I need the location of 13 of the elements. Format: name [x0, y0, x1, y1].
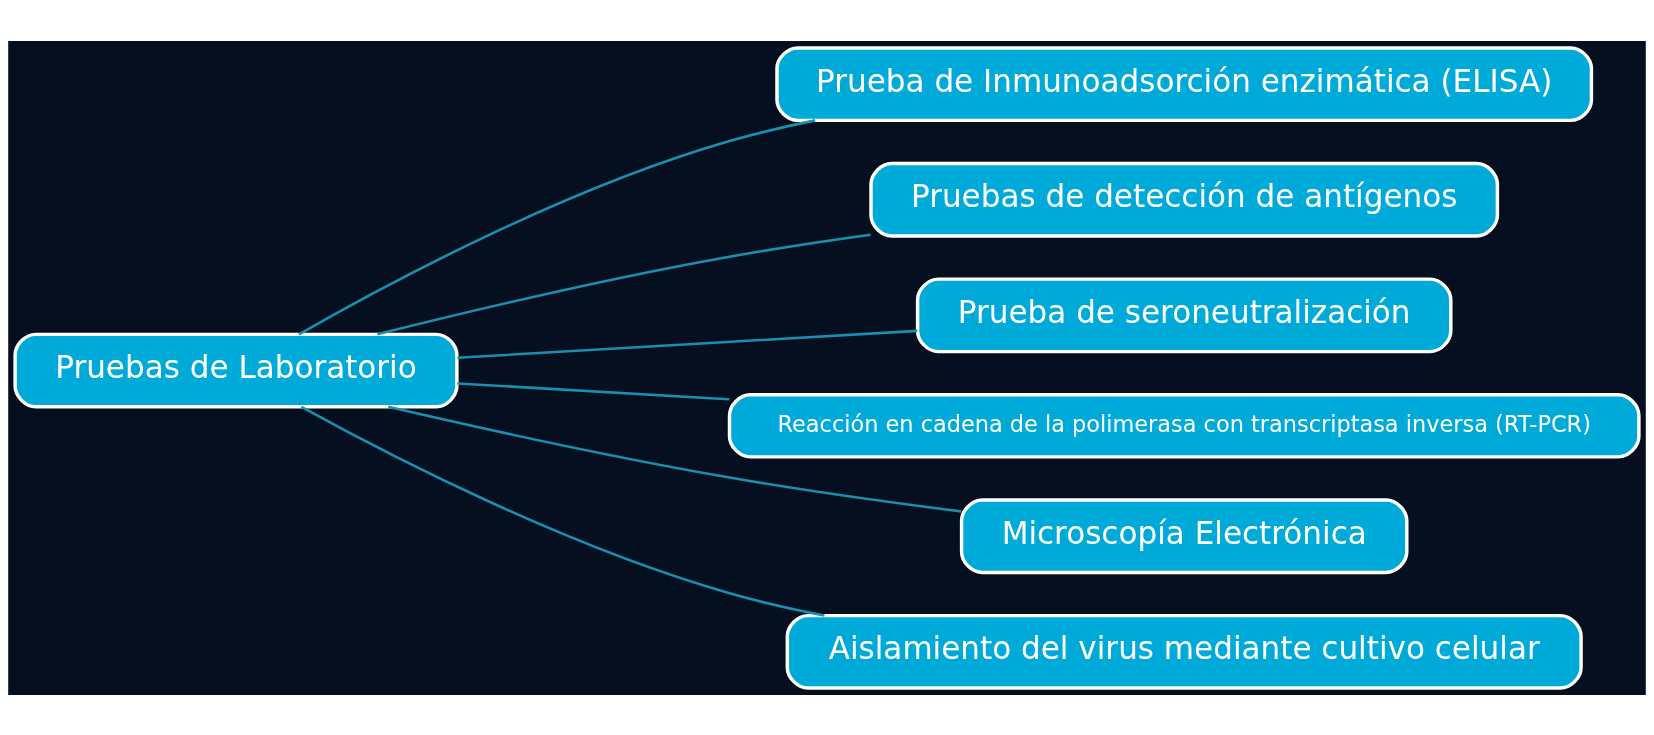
connector — [388, 405, 962, 513]
connector — [298, 118, 816, 335]
node-box: Microscopía Electrónica — [959, 497, 1409, 574]
connector — [457, 329, 918, 359]
connector — [457, 381, 730, 401]
node-box: Reacción en cadena de la polimerasa con transcriptasa inversa (RT-PCR) — [727, 392, 1641, 459]
node-box: Pruebas de detección de antígenos — [869, 161, 1500, 238]
connector — [300, 405, 825, 617]
node-box: Prueba de seroneutralización — [915, 276, 1453, 353]
node-box: Pruebas de Laboratorio — [13, 332, 459, 409]
node-box: Prueba de Inmunoadsorción enzimática (ELISA) — [775, 45, 1594, 122]
node-box: Aislamiento del virus mediante cultivo celular — [785, 613, 1583, 690]
connector — [377, 232, 871, 335]
